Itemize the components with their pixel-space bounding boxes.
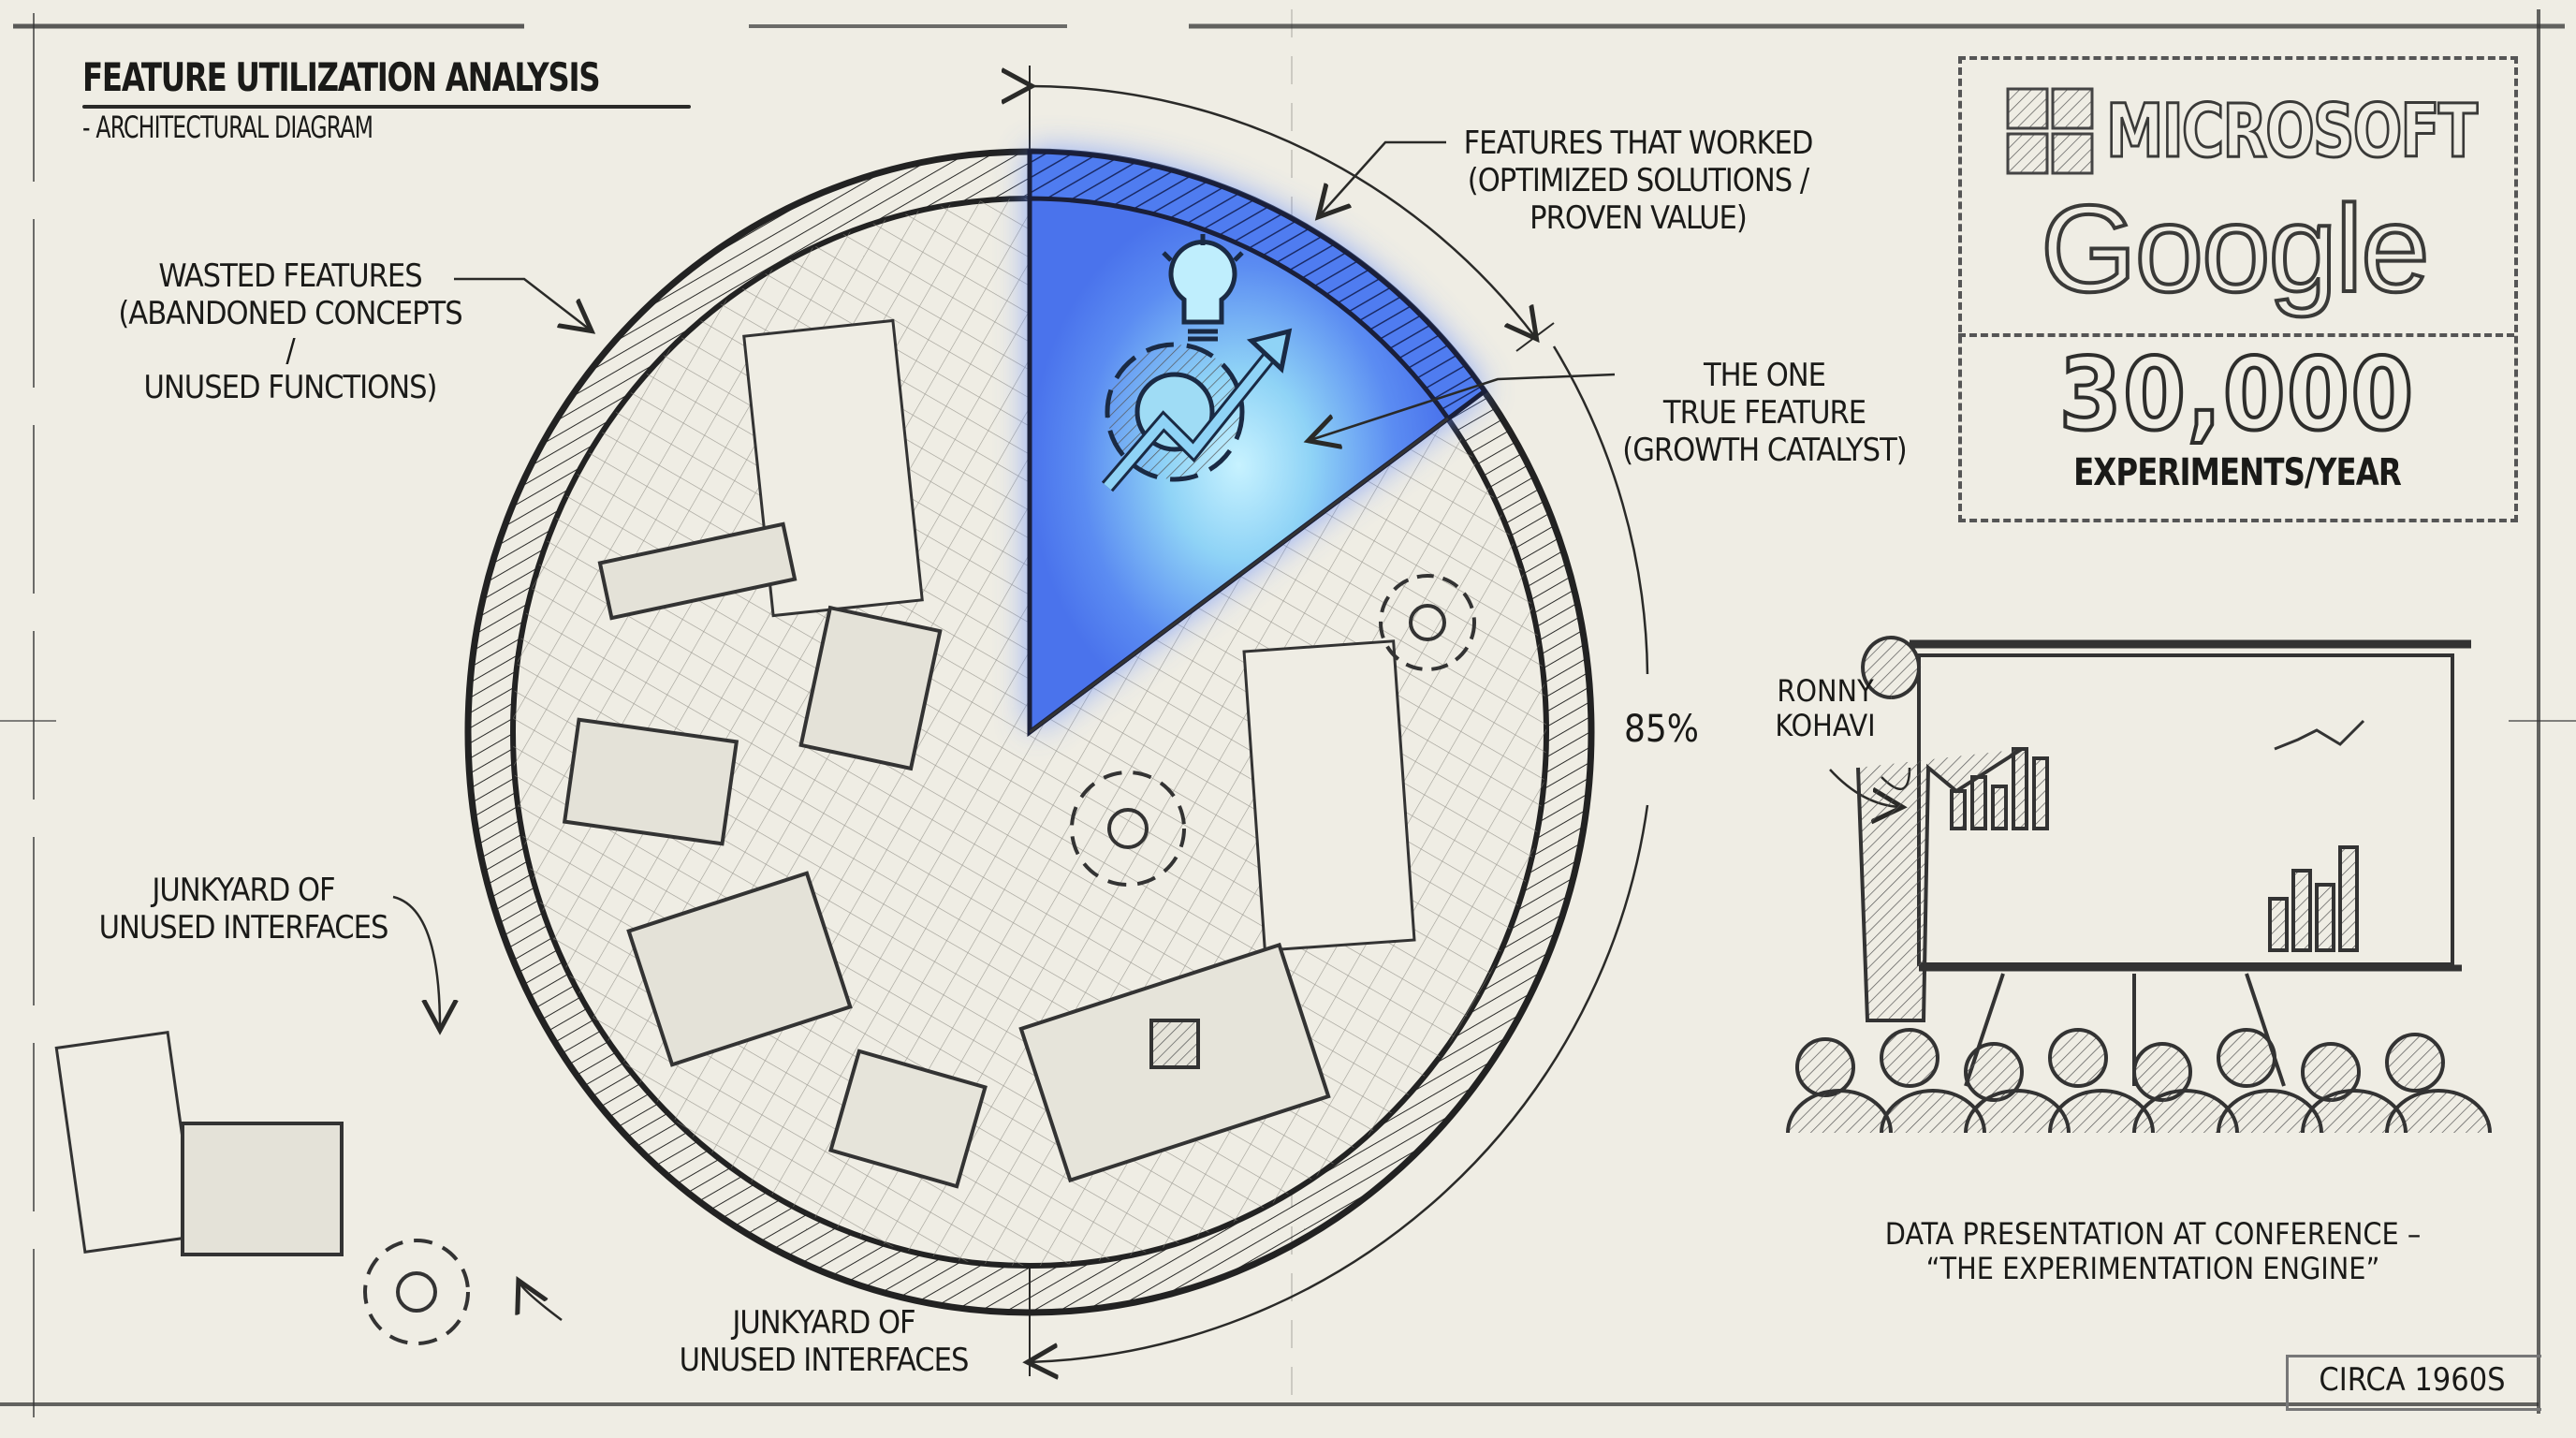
percentage-label: 85% [1624, 708, 1699, 751]
bar-chart-sketch [1950, 747, 2359, 952]
gear-sketch [363, 574, 1476, 1345]
experiments-count: 30,000 [2057, 335, 2415, 454]
presentation-caption: DATA PRESENTATION AT CONFERENCE – “THE E… [1884, 1216, 2422, 1287]
audience-sketch [1786, 1028, 2492, 1134]
lightbulb-gear-growth-arrow-icon [1101, 234, 1293, 492]
company-logos-box [1958, 56, 2518, 522]
callout-features-that-worked: FEATURES THAT WORKED (OPTIMIZED SOLUTION… [1463, 125, 1814, 237]
page-subtitle: - ARCHITECTURAL DIAGRAM [82, 110, 373, 145]
experiments-label: EXPERIMENTS/YEAR [2073, 451, 2402, 494]
circa-box [2286, 1355, 2541, 1411]
logo-box-divider [1958, 333, 2514, 337]
callout-one-true-feature: THE ONE TRUE FEATURE (GROWTH CATALYST) [1622, 357, 1907, 469]
callout-junkyard-bottom: JUNKYARD OF UNUSED INTERFACES [679, 1304, 970, 1379]
page-title: FEATURE UTILIZATION ANALYSIS [82, 54, 601, 100]
presentation-scene [1786, 636, 2492, 1134]
callout-junkyard-left: JUNKYARD OF UNUSED INTERFACES [98, 872, 389, 946]
switch-sketch [181, 521, 943, 1256]
callout-wasted-features: WASTED FEATURES (ABANDONED CONCEPTS / UN… [118, 257, 462, 407]
speaker-name: RONNY KOHAVI [1775, 673, 1876, 744]
circuit-board-sketch [828, 942, 1331, 1189]
microsoft-logo-icon [2006, 87, 2094, 175]
google-wordmark: Google [2039, 178, 2432, 319]
microsoft-wordmark: MICROSOFT [2105, 89, 2480, 176]
circa-label: CIRCA 1960s [2319, 1361, 2506, 1399]
title-underline [82, 105, 691, 109]
